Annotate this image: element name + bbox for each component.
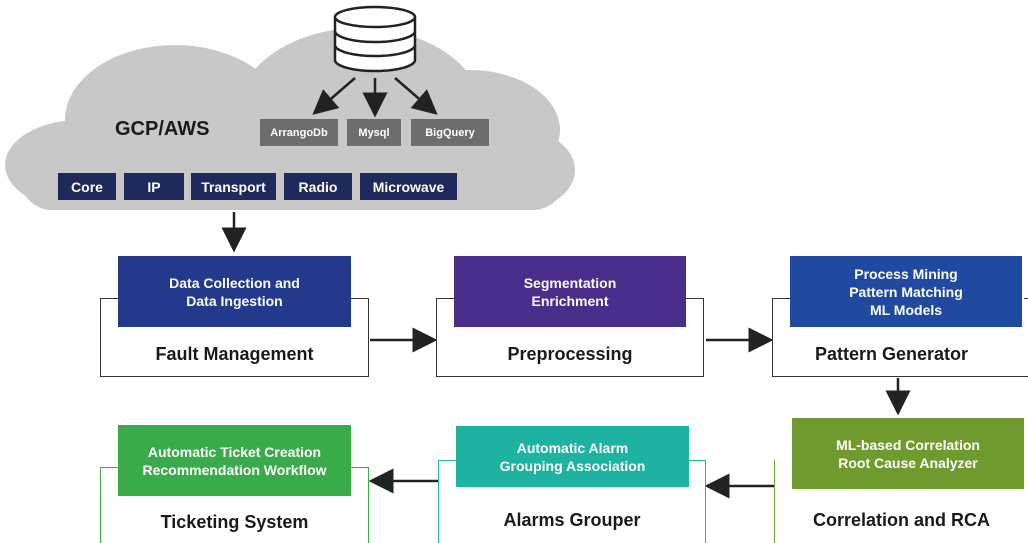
- header-line: Grouping Association: [499, 457, 646, 474]
- db-chip-arrangodb: ArrangoDb: [260, 119, 338, 146]
- stage-header-ticketing: Automatic Ticket Creation Recommendation…: [118, 425, 351, 496]
- header-line: Data Collection and: [169, 274, 300, 291]
- stage-header-correlation: ML-based Correlation Root Cause Analyzer: [792, 418, 1024, 489]
- stage-title: Preprocessing: [507, 344, 633, 364]
- frame-edge: [101, 298, 119, 299]
- header-line: ML-based Correlation: [836, 436, 980, 453]
- header-line: Automatic Alarm: [516, 439, 629, 456]
- frame-edge: [685, 298, 703, 299]
- database-icon: [333, 5, 417, 73]
- stage-title: Correlation and RCA: [812, 510, 990, 530]
- frame-edge: [1024, 298, 1028, 299]
- stage-header-preprocessing: Segmentation Enrichment: [454, 256, 686, 327]
- header-line: Data Ingestion: [186, 292, 283, 309]
- db-chip-bigquery: BigQuery: [411, 119, 489, 146]
- frame-edge: [773, 298, 791, 299]
- frame-edge: [350, 298, 368, 299]
- header-line: Recommendation Workflow: [142, 461, 327, 478]
- frame-edge: [350, 467, 368, 468]
- header-line: Process Mining: [854, 265, 958, 282]
- stage-header-alarms: Automatic Alarm Grouping Association: [456, 426, 689, 487]
- header-line: Pattern Matching: [849, 283, 963, 300]
- header-line: Root Cause Analyzer: [838, 454, 978, 471]
- stage-header-fault: Data Collection and Data Ingestion: [118, 256, 351, 327]
- db-chip-mysql: Mysql: [347, 119, 401, 146]
- frame-edge: [437, 298, 455, 299]
- frame-edge: [101, 467, 119, 468]
- frame-edge: [687, 460, 705, 461]
- stage-title: Alarms Grouper: [503, 510, 641, 530]
- network-chip-radio: Radio: [284, 173, 352, 200]
- stage-title: Ticketing System: [160, 512, 309, 532]
- stage-title: Pattern Generator: [814, 344, 969, 364]
- stage-title: Fault Management: [155, 344, 314, 364]
- network-chip-core: Core: [58, 173, 116, 200]
- cloud-title: GCP/AWS: [115, 118, 210, 140]
- network-chip-ip: IP: [124, 173, 184, 200]
- stage-header-pattern: Process Mining Pattern Matching ML Model…: [790, 256, 1022, 327]
- header-line: Segmentation: [523, 274, 617, 291]
- network-chip-transport: Transport: [191, 173, 276, 200]
- network-chip-microwave: Microwave: [360, 173, 457, 200]
- header-line: Enrichment: [531, 292, 609, 309]
- header-line: Automatic Ticket Creation: [147, 443, 322, 460]
- frame-edge: [439, 460, 457, 461]
- header-line: ML Models: [869, 301, 943, 318]
